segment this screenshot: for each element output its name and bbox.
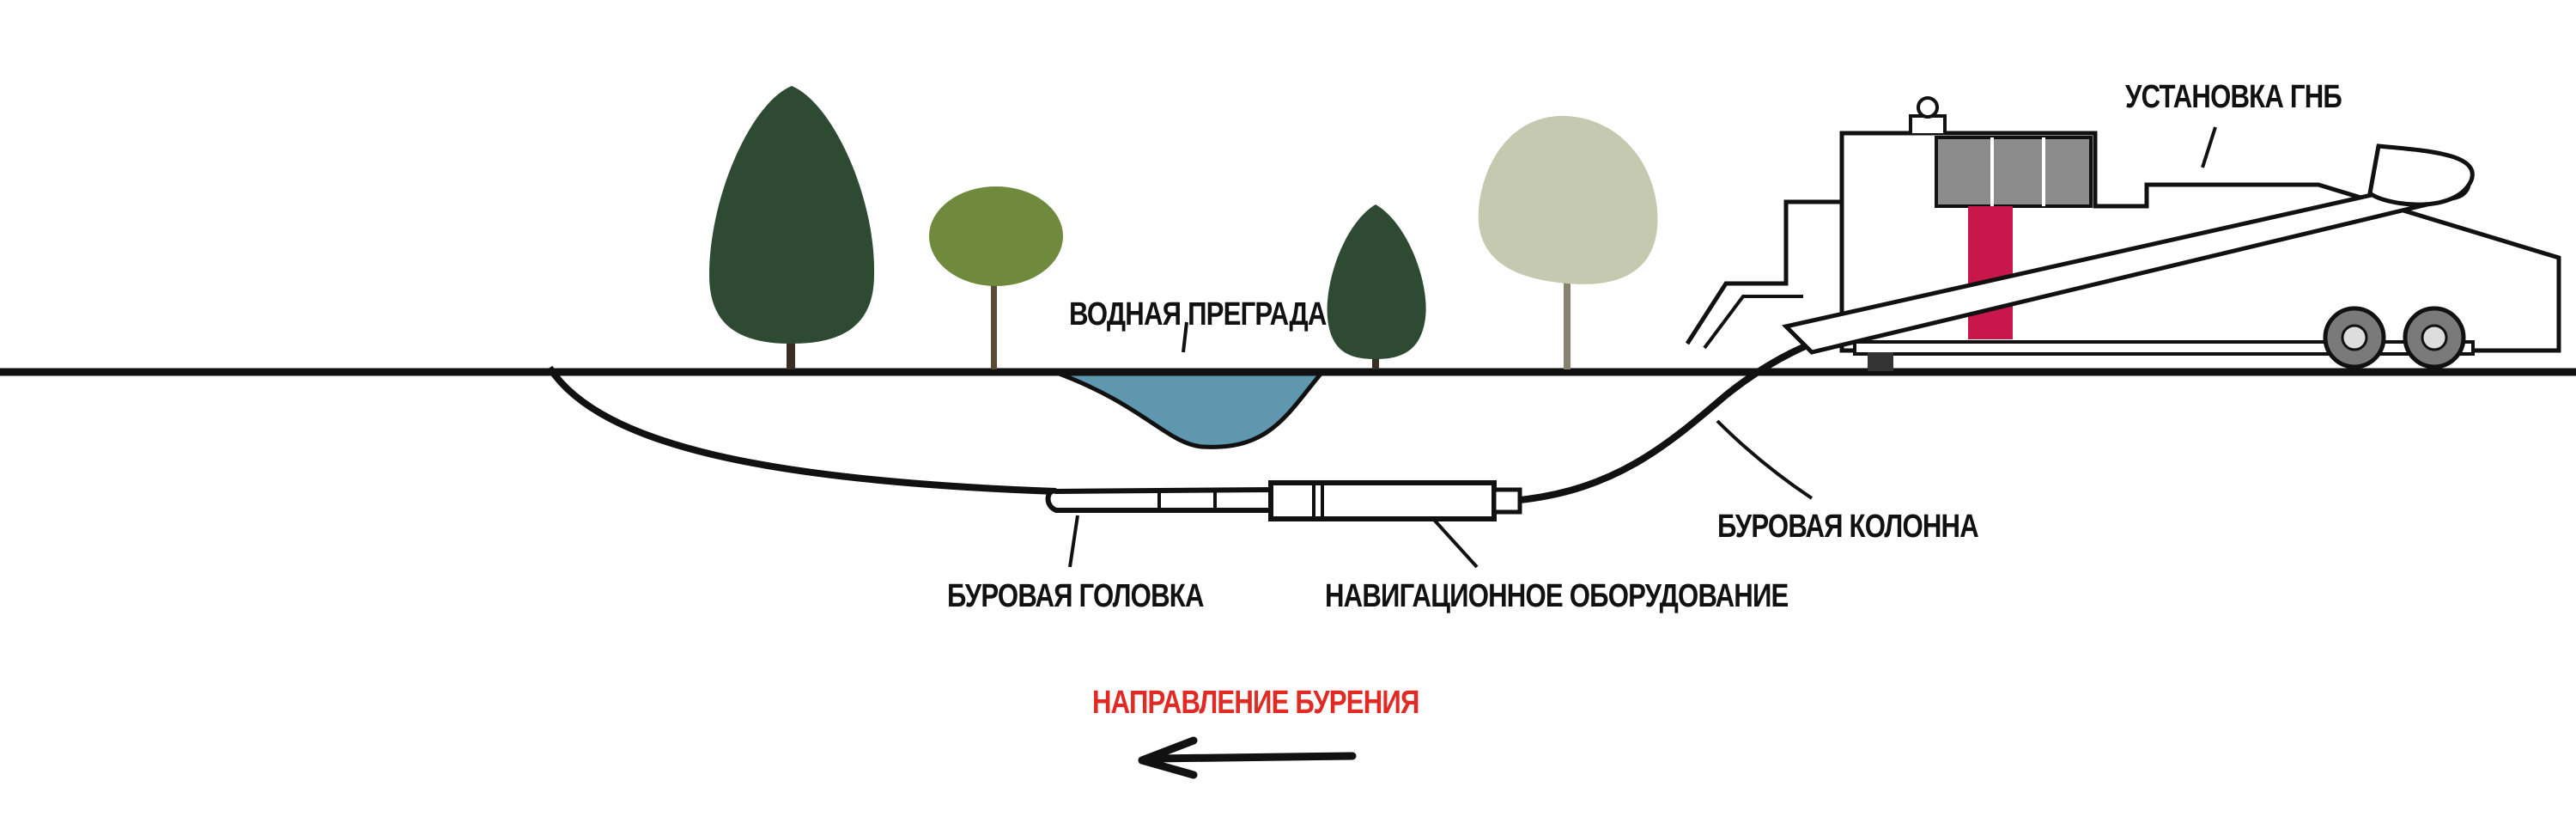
leader-rig [2201, 126, 2217, 168]
tree-light [1478, 115, 1658, 369]
tree-olive [929, 186, 1063, 369]
label-water-obstacle: ВОДНАЯ ПРЕГРАДА [1069, 296, 1327, 332]
leader-drill-string [1716, 419, 1814, 500]
hdd-rig [1685, 96, 2561, 371]
label-drill-string: БУРОВАЯ КОЛОННА [1717, 509, 1979, 545]
drill-head [1045, 486, 1273, 513]
bore-path [546, 365, 1057, 495]
tree-dark-small [1327, 204, 1426, 369]
navigation-equipment [1268, 480, 1522, 521]
tree-dark-large [709, 86, 875, 369]
label-navigation-equipment: НАВИГАЦИОННОЕ ОБОРУДОВАНИЕ [1325, 578, 1789, 614]
label-drilling-direction: НАПРАВЛЕНИЕ БУРЕНИЯ [1092, 685, 1419, 721]
leader-navigation [1432, 518, 1479, 569]
leader-drill-head [1068, 515, 1079, 568]
label-hdd-rig: УСТАНОВКА ГНБ [2125, 79, 2342, 115]
leader-water [1182, 321, 1188, 353]
rig-mast [1968, 206, 2013, 339]
label-drill-head: БУРОВАЯ ГОЛОВКА [947, 578, 1204, 614]
water-body [1054, 369, 1327, 449]
arrow-left-icon [1138, 736, 1357, 779]
